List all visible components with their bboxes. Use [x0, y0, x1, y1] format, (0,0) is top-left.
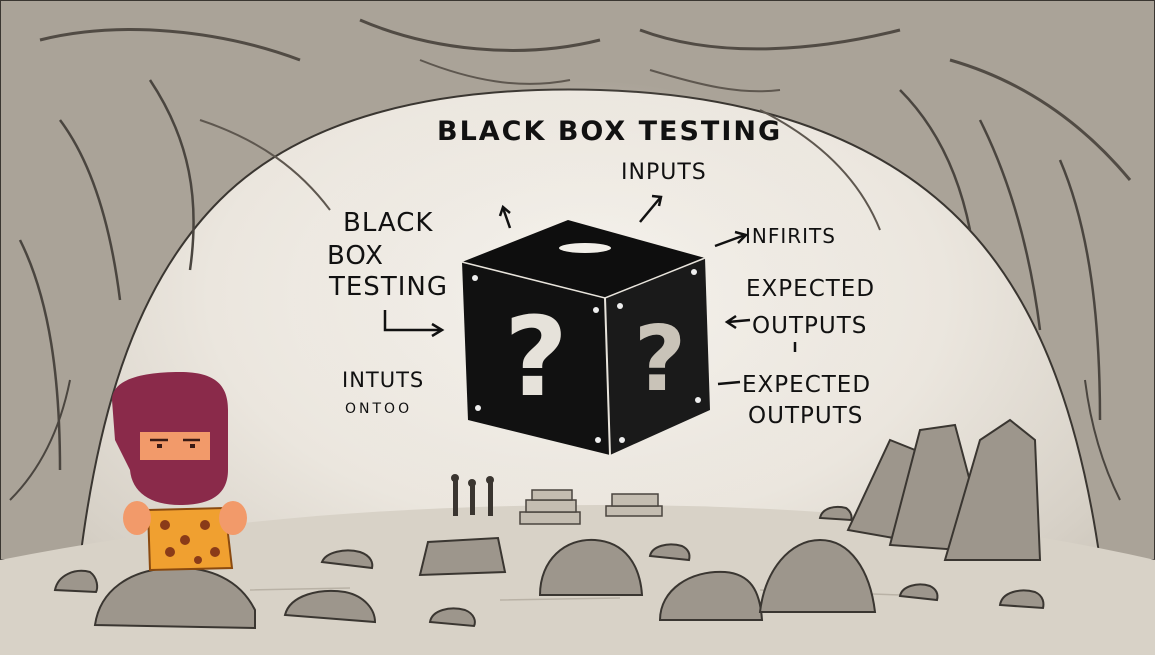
rock — [320, 549, 374, 570]
rock — [943, 418, 1042, 561]
box-slot — [559, 243, 611, 253]
black-box: ? ? — [461, 220, 710, 456]
side-question-mark: ? — [634, 307, 686, 412]
rock — [998, 589, 1045, 610]
caveman-face — [140, 432, 210, 460]
arrow-infirits — [714, 233, 746, 248]
left-label-line3: TESTING — [329, 272, 448, 302]
rock — [53, 570, 99, 594]
arrow-left-top — [501, 207, 512, 229]
arrow-outputs — [727, 318, 751, 324]
rock — [428, 607, 476, 628]
caveman-character — [112, 372, 247, 572]
left-label-line1: BLACK — [343, 208, 434, 238]
box-side-face — [605, 258, 710, 455]
outputs-label-2: OUTPUTS — [748, 403, 864, 429]
front-question-mark: ? — [504, 293, 568, 421]
caveman-left-hand — [123, 501, 151, 535]
rock — [818, 505, 853, 522]
arrow-inputs-top — [639, 197, 661, 223]
diagram-arrows — [383, 194, 797, 386]
rock — [758, 538, 877, 613]
box-top-face — [462, 220, 705, 298]
outputs-label-1: OUTPUTS — [752, 313, 868, 339]
caveman-right-hand — [219, 501, 247, 535]
rocks — [53, 418, 1045, 630]
ontoo-label: ONTOO — [345, 401, 413, 417]
rock — [658, 570, 764, 621]
left-label-line2: BOX — [327, 241, 384, 271]
expected-label-1: EXPECTED — [746, 276, 876, 302]
box-front-face — [462, 262, 610, 455]
tiny-figures — [451, 474, 494, 516]
rock — [283, 589, 377, 624]
expected-label-2: EXPECTED — [742, 372, 872, 398]
rock — [538, 538, 644, 596]
diagram-title: BLACK BOX TESTING — [437, 116, 783, 147]
arrow-box-testing — [383, 310, 440, 332]
intuts-label: INTUTS — [342, 368, 425, 392]
inputs-label: INPUTS — [621, 160, 707, 185]
rock — [648, 543, 691, 562]
rock — [898, 583, 939, 602]
rock — [418, 536, 507, 577]
stone-steps — [519, 489, 663, 525]
infirits-label: INFIRITS — [745, 224, 836, 248]
